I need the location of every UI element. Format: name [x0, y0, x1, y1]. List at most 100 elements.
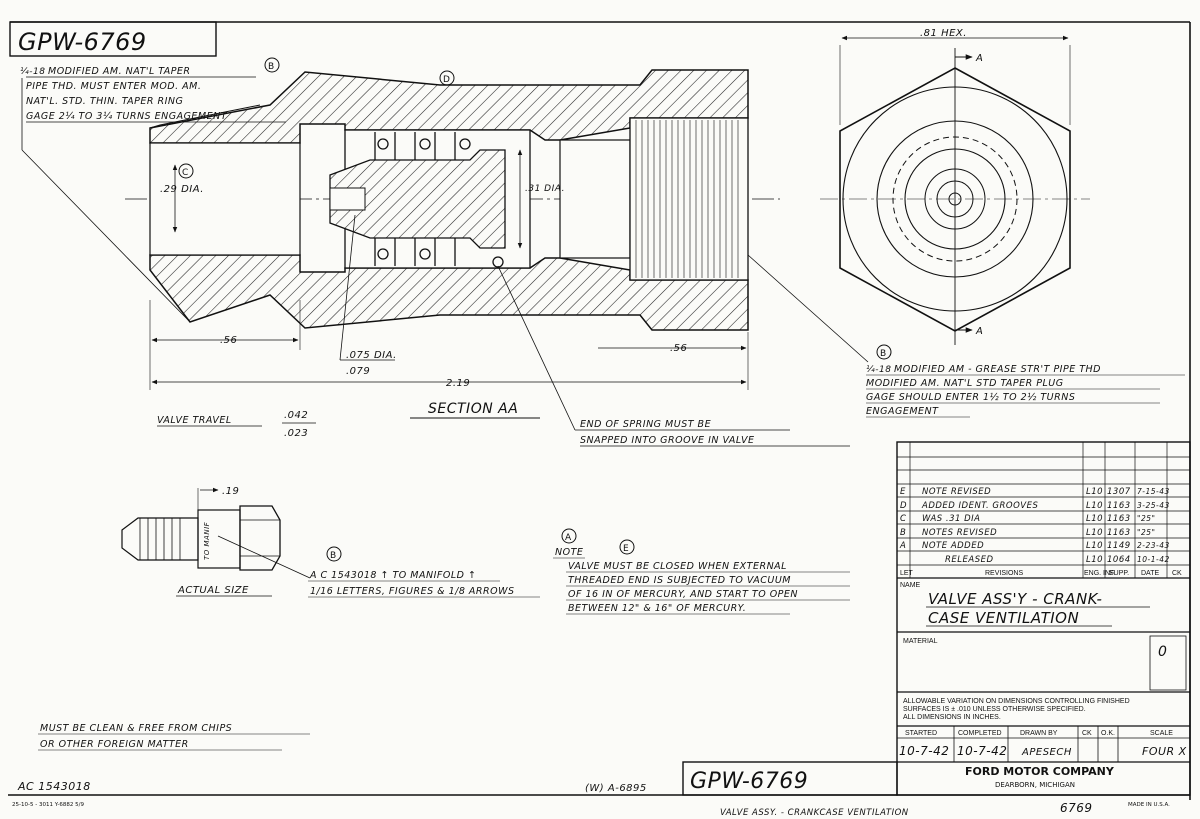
allowance-line1: ALLOWABLE VARIATION ON DIMENSIONS CONTRO…: [903, 698, 1130, 705]
company-city: DEARBORN, MICHIGAN: [995, 781, 1075, 789]
spring-note: END OF SPRING MUST BE SNAPPED INTO GROOV…: [580, 419, 850, 447]
title-block: E NOTE REVISED L10 1307 7-15-43 D ADDED …: [896, 441, 1191, 796]
rev-eng-2: L10: [1086, 514, 1103, 524]
drawing-number-bottom: GPW-6769: [690, 769, 808, 794]
name-label: NAME: [900, 582, 921, 589]
footer-stamp: 25-10-5 - 3011 Y-6882 5/9: [12, 802, 84, 808]
clean-note-line1: MUST BE CLEAN & FREE FROM CHIPS: [40, 723, 232, 734]
valve-note-line4: BETWEEN 12" & 16" OF MERCURY.: [568, 603, 746, 614]
rev-let-1: D: [900, 501, 907, 511]
spring: [374, 132, 504, 268]
drawing-number-box: GPW-6769: [9, 21, 217, 57]
thread-top-size: ¼-18: [20, 67, 45, 77]
allowance-line3: ALL DIMENSIONS IN INCHES.: [903, 714, 1001, 721]
rev-date-4: 2-23-43: [1137, 541, 1170, 550]
valve-note-label: NOTE: [555, 547, 583, 558]
thread-top-line2: PIPE THD. MUST ENTER MOD. AM.: [26, 81, 201, 92]
dim-56-left: .56: [220, 335, 237, 346]
header-started: STARTED: [905, 730, 937, 737]
drawn-by-name: APESECH: [1021, 747, 1072, 758]
thread-note-right: B ¼-18 MODIFIED AM - GREASE STR'T PIPE T…: [747, 254, 1185, 418]
callout-b-top: B: [268, 62, 274, 72]
rev-eng-1: L10: [1086, 501, 1103, 511]
thread-right-line1: MODIFIED AM - GREASE STR'T PIPE THD: [894, 364, 1101, 375]
callout-c: C: [182, 168, 188, 178]
actual-size-label: ACTUAL SIZE: [177, 585, 249, 596]
rev-eng-4: L10: [1086, 541, 1103, 551]
valve-travel: VALVE TRAVEL .042 .023: [157, 410, 316, 439]
callout-d: D: [443, 75, 450, 85]
dim-075-dia: .075 DIA.: [346, 350, 397, 361]
spring-note-line1: END OF SPRING MUST BE: [580, 419, 711, 430]
dim-29-dia: .29 DIA.: [160, 184, 204, 195]
company-name: FORD MOTOR COMPANY: [965, 765, 1115, 778]
rev-supp-3: 1163: [1107, 528, 1131, 538]
valve-note-line1: VALVE MUST BE CLOSED WHEN EXTERNAL: [568, 561, 787, 572]
thread-right-line3: GAGE SHOULD ENTER 1½ TO 2½ TURNS: [866, 392, 1075, 403]
rev-date-3: "25": [1137, 528, 1155, 537]
rev-date-1: 3-25-43: [1137, 501, 1170, 510]
section-arrow-a-top: A: [975, 53, 983, 64]
rev-eng-3: L10: [1086, 528, 1103, 538]
marking-line1: A C 1543018 ↑ TO MANIFOLD ↑: [309, 570, 476, 581]
valve-note-line3: OF 16 IN OF MERCURY, AND START TO OPEN: [568, 589, 798, 600]
rev-header-eng: ENG. INF.: [1084, 570, 1116, 577]
header-drawn-by: DRAWN BY: [1020, 730, 1058, 737]
rev-supp-5: 1064: [1107, 555, 1131, 565]
thread-note-top: ¼-18 MODIFIED AM. NAT'L TAPER PIPE THD. …: [20, 57, 286, 323]
rev-let-0: E: [900, 487, 906, 497]
rev-text-4: NOTE ADDED: [922, 541, 984, 551]
material-label: MATERIAL: [903, 638, 938, 645]
revision-grid: [897, 442, 1190, 579]
header-scale: SCALE: [1150, 730, 1173, 737]
rev-date-0: 7-15-43: [1137, 487, 1170, 496]
rev-eng-0: L10: [1086, 487, 1103, 497]
rev-supp-0: 1307: [1107, 487, 1131, 497]
section-label: SECTION AA: [428, 401, 518, 417]
rev-eng-5: L10: [1086, 555, 1103, 565]
rev-header-date: DATE: [1141, 570, 1159, 577]
valve-travel-hi: .042: [284, 410, 308, 421]
rev-text-2: WAS .31 DIA: [922, 514, 980, 524]
rev-supp-2: 1163: [1107, 514, 1131, 524]
rev-supp-1: 1163: [1107, 501, 1131, 511]
thread-top-line3: NAT'L. STD. THIN. TAPER RING: [26, 96, 183, 107]
spring-note-line2: SNAPPED INTO GROOVE IN VALVE: [580, 435, 754, 446]
to-manifold-marking: TO MANIF: [203, 521, 211, 560]
clean-note: MUST BE CLEAN & FREE FROM CHIPS OR OTHER…: [38, 723, 310, 751]
rev-text-5: RELEASED: [945, 555, 994, 565]
marking-note: B A C 1543018 ↑ TO MANIFOLD ↑ 1/16 LETTE…: [308, 546, 540, 598]
callout-e-note: E: [623, 544, 629, 554]
rev-date-2: "25": [1137, 514, 1155, 523]
part-name-line2: CASE VENTILATION: [928, 609, 1079, 627]
thread-right-line4: ENGAGEMENT: [866, 406, 939, 417]
drawing-number-bottom-box: GPW-6769: [682, 761, 898, 796]
section-arrow-a-bottom: A: [975, 326, 983, 337]
callout-b-marking: B: [330, 551, 336, 561]
dim-19: .19: [222, 486, 239, 497]
rev-header-let: LET: [900, 570, 914, 577]
part-name-line1: VALVE ASS'Y - CRANK-: [928, 590, 1102, 608]
valve-note: A NOTE E VALVE MUST BE CLOSED WHEN EXTER…: [553, 528, 850, 615]
scale-value: FOUR X: [1142, 745, 1187, 758]
valve-travel-lo: .023: [284, 428, 308, 439]
made-in-usa: MADE IN U.S.A.: [1128, 802, 1170, 808]
footer-number-hand: 6769: [1060, 801, 1093, 815]
thread-top-line1: MODIFIED AM. NAT'L TAPER: [48, 66, 191, 77]
rev-header-ck: CK: [1172, 570, 1182, 577]
callout-a-note: A: [565, 533, 572, 543]
rev-text-3: NOTES REVISED: [922, 528, 997, 538]
rev-text-1: ADDED IDENT. GROOVES: [921, 501, 1038, 511]
rev-let-2: C: [900, 514, 906, 524]
rev-header-supp: SUPP.: [1109, 570, 1129, 577]
rev-header-revisions: REVISIONS: [985, 570, 1023, 577]
clean-note-line2: OR OTHER FOREIGN MATTER: [40, 739, 189, 750]
rev-let-3: B: [900, 528, 906, 538]
valve-note-line2: THREADED END IS SUBJECTED TO VACUUM: [568, 575, 791, 586]
dim-56-right: .56: [670, 343, 687, 354]
allowance-line2: SURFACES IS ± .010 UNLESS OTHERWISE SPEC…: [903, 706, 1086, 713]
rev-date-5: 10-1-42: [1137, 555, 1170, 564]
completed-date: 10-7-42: [957, 744, 1007, 758]
thread-top-line4: GAGE 2¼ TO 3¼ TURNS ENGAGEMENT: [26, 111, 228, 122]
